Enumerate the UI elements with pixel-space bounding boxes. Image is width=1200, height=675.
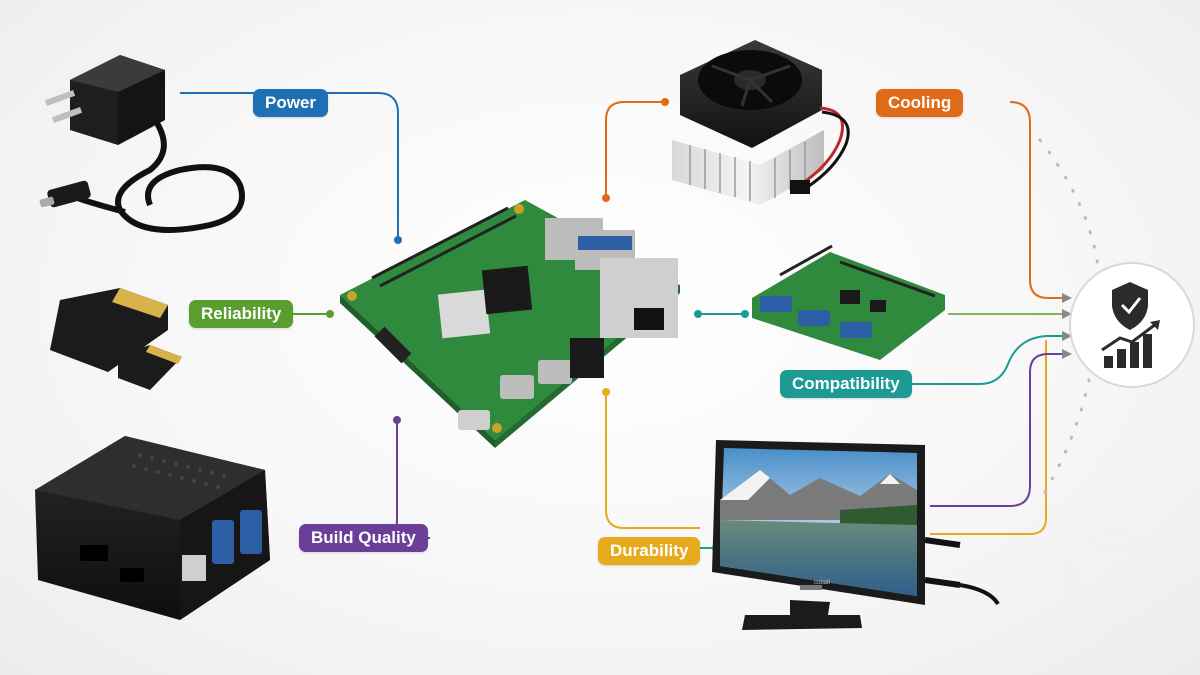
- expansion-board-image: [752, 244, 945, 360]
- sd-card-image: [50, 288, 182, 390]
- cooling-fan-image: [672, 40, 850, 205]
- monitor-image: [712, 440, 1000, 630]
- watermark-logo: [1063, 533, 1161, 631]
- durability-connector: [605, 392, 700, 529]
- case-image: [35, 436, 270, 620]
- label-power: Power: [253, 89, 329, 117]
- label-reliability: Reliability: [189, 300, 294, 328]
- compatibility-connector-right: [908, 335, 1062, 385]
- durability-connector-right: [930, 340, 1047, 535]
- label-durability: Durability: [598, 537, 701, 565]
- monitor-brand: cobalt: [813, 580, 830, 586]
- arrow-head: [1062, 349, 1072, 359]
- connector-lines: [180, 92, 1072, 549]
- arrow-head: [1062, 331, 1072, 341]
- power-adapter-image: [39, 55, 245, 233]
- arrow-head: [1062, 309, 1072, 319]
- arrow-head: [1062, 293, 1072, 303]
- shield-check-icon: [1112, 282, 1148, 330]
- build-quality-connector: [379, 420, 430, 539]
- growth-chart-icon: [1101, 320, 1160, 368]
- label-cooling: Cooling: [876, 89, 964, 117]
- cooling-connector-left: [605, 101, 665, 198]
- cooling-connector-right: [1009, 101, 1062, 299]
- label-compatibility: Compatibility: [780, 370, 912, 398]
- monitor-to-hub-line: [930, 353, 1062, 507]
- main-board-image: [340, 200, 680, 448]
- power-connector: [180, 92, 399, 240]
- label-build-quality: Build Quality: [299, 524, 428, 552]
- benefit-hub: [1069, 262, 1195, 388]
